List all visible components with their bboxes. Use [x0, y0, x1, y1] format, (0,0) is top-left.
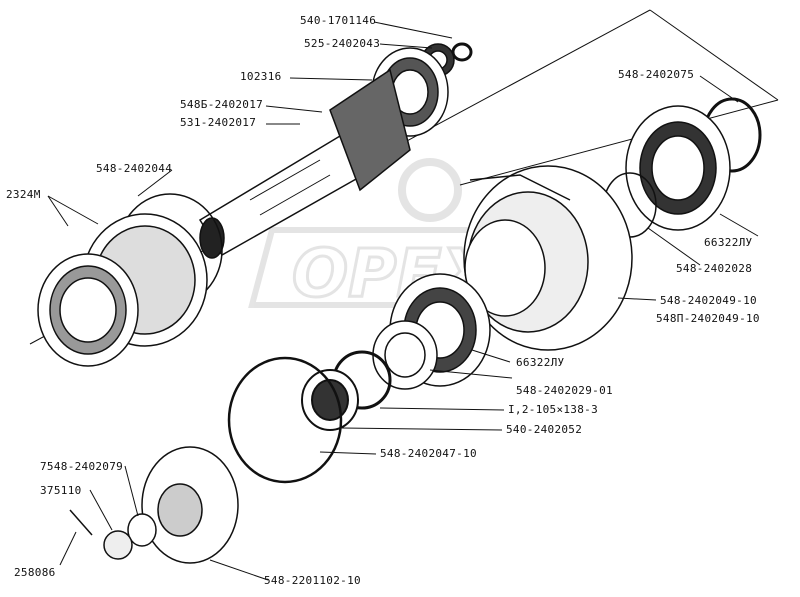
- nut-part: [103, 530, 133, 560]
- label-gasket: 548-2402047-10: [380, 447, 477, 460]
- label-housing-a: 548-2402049-10: [660, 294, 757, 307]
- roller-bearing-part: [37, 253, 139, 367]
- differential-housing-part: [463, 165, 633, 351]
- gasket-part: [227, 356, 343, 484]
- snap-ring-part: [451, 42, 473, 62]
- leader-lines: [47, 21, 759, 581]
- flange-part: [141, 446, 239, 564]
- label-cuff: 540-2402052: [506, 423, 583, 436]
- label-drive-pinion-b: 531-2402017: [180, 116, 257, 129]
- label-small-bearing: 525-2402043: [304, 37, 381, 50]
- label-cotter-pin: 258086: [14, 566, 56, 579]
- label-seal-ring: 548-2402029-01: [516, 384, 613, 397]
- seal-ring-part: [372, 320, 438, 390]
- label-nut: 7548-2402079: [40, 460, 124, 473]
- drive-pinion-shaft: [198, 68, 411, 259]
- cuff-part: [301, 369, 359, 431]
- label-right-inner-ring: 548-2402028: [676, 262, 753, 275]
- label-flange: 548-2201102-10: [264, 574, 361, 587]
- label-washer: 375110: [40, 484, 82, 497]
- washer-part: [127, 513, 157, 547]
- label-left-shim: 548-2402044: [96, 162, 173, 175]
- cotter-pin-part: [69, 509, 93, 536]
- label-mid-bearing: 66322ЛУ: [516, 356, 565, 369]
- label-right-ring: 548-2402075: [618, 68, 695, 81]
- label-snap-ring: 540-1701146: [300, 14, 377, 27]
- right-bearing-part: [625, 105, 731, 231]
- label-right-bearing: 66322ЛУ: [704, 236, 753, 249]
- label-pinion-gear: 102316: [240, 70, 282, 83]
- label-roller-bearing: 2324М: [6, 188, 41, 201]
- label-drive-pinion-a: 548Б-2402017: [180, 98, 264, 111]
- label-housing-b: 548П-2402049-10: [656, 312, 760, 325]
- label-o-ring: I,2-105×138-3: [508, 403, 598, 416]
